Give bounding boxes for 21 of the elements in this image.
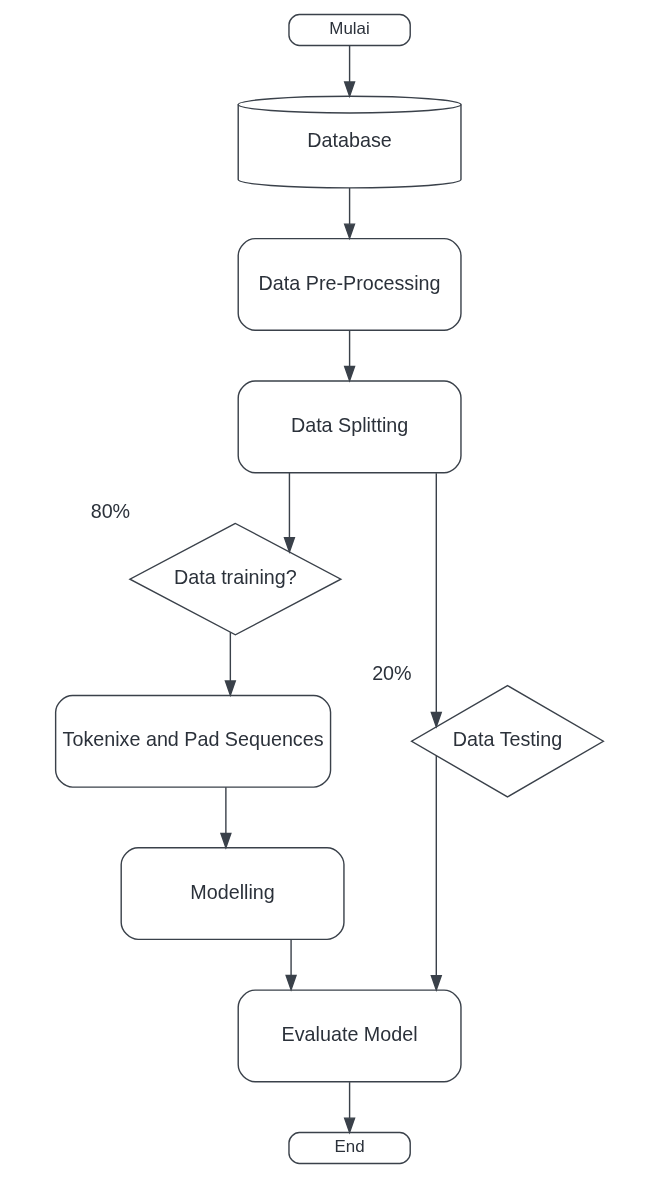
arrow (430, 472, 443, 729)
node-box: Data Pre-Processing (237, 237, 462, 331)
node-box: Mulai (288, 13, 411, 47)
node-diamond: Data Testing (410, 684, 605, 798)
arrow (343, 329, 356, 383)
node-box: End (288, 1131, 411, 1165)
arrow (343, 1081, 356, 1135)
arrow (219, 786, 232, 850)
arrow (343, 187, 356, 241)
node-box: Evaluate Model (237, 989, 462, 1083)
arrow (430, 755, 443, 992)
arrow (285, 938, 297, 992)
arrow (283, 472, 296, 554)
node-box: Tokenixe and Pad Sequences (54, 694, 332, 788)
node-label: 20% (372, 662, 412, 685)
arrow (343, 44, 356, 99)
node-box: Data Splitting (237, 380, 462, 474)
node-diamond: Data training? (128, 522, 343, 636)
node-label: 80% (90, 500, 131, 523)
arrow (224, 631, 237, 698)
node-box: Modelling (120, 847, 345, 941)
